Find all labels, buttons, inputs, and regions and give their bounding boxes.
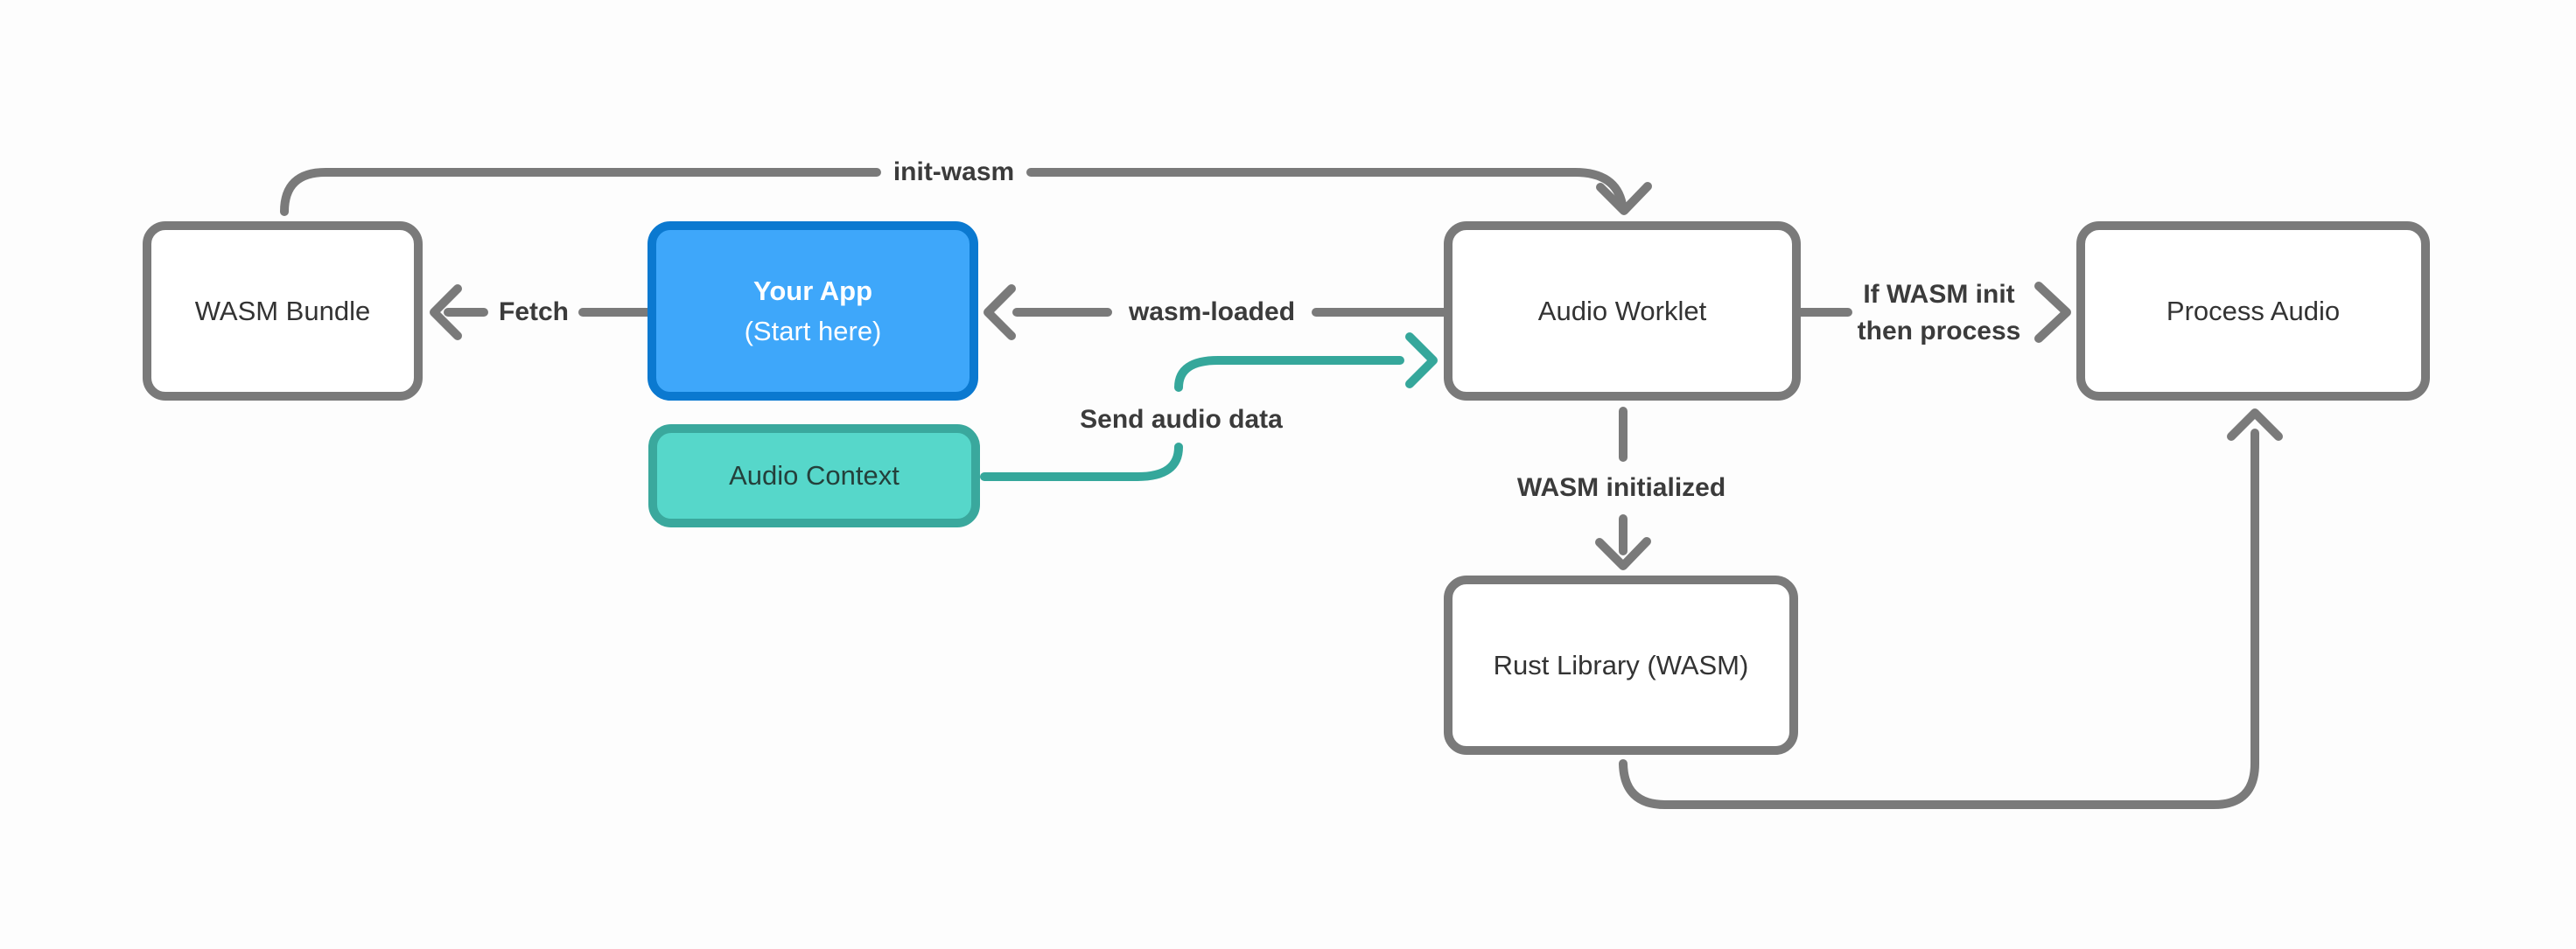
arrowhead-wasm-initialized-down: [1595, 537, 1651, 570]
edge-init-wasm-left: [280, 168, 881, 216]
node-audio-worklet-label: Audio Worklet: [1537, 295, 1707, 326]
node-process-audio-label: Process Audio: [2166, 295, 2341, 326]
node-process-audio: Process Audio: [2076, 221, 2430, 401]
arrowhead-wasm-loaded-left: [984, 284, 1016, 340]
arrowhead-if-wasm-init-right: [2034, 282, 2071, 343]
edge-label-if-wasm-init-line2: then process: [1857, 317, 2021, 345]
edge-label-if-wasm-init: If WASM init then process: [1858, 276, 2021, 350]
node-wasm-bundle: WASM Bundle: [143, 221, 423, 401]
edge-init-wasm-right: [1026, 168, 1627, 209]
edge-label-wasm-loaded: wasm-loaded: [1128, 297, 1296, 326]
edge-label-if-wasm-init-line1: If WASM init: [1863, 280, 2015, 309]
node-rust-library-label: Rust Library (WASM): [1493, 649, 1749, 680]
edge-send-audio-upper: [1174, 356, 1404, 392]
node-your-app-label: Your App: [752, 275, 873, 306]
edge-label-send-audio-data: Send audio data: [1080, 405, 1283, 434]
node-audio-context-label: Audio Context: [729, 460, 900, 491]
edge-label-init-wasm: init-wasm: [892, 157, 1015, 186]
node-your-app: Your App (Start here): [648, 221, 978, 401]
edge-rust-to-process: [1619, 429, 2259, 809]
arrowhead-init-wasm-down: [1596, 182, 1652, 215]
node-wasm-bundle-label: WASM Bundle: [194, 295, 371, 326]
arrowhead-send-audio-right: [1405, 332, 1438, 388]
arrowhead-fetch-left: [430, 284, 462, 340]
edge-label-wasm-initialized: WASM initialized: [1516, 473, 1726, 502]
node-audio-context: Audio Context: [648, 424, 980, 527]
node-rust-library: Rust Library (WASM): [1444, 576, 1798, 755]
node-audio-worklet: Audio Worklet: [1444, 221, 1801, 401]
node-your-app-sublabel: (Start here): [744, 315, 882, 346]
arrowhead-rust-to-process-up: [2227, 408, 2283, 441]
edge-label-fetch: Fetch: [498, 297, 570, 326]
edge-send-audio-lower: [980, 443, 1183, 481]
